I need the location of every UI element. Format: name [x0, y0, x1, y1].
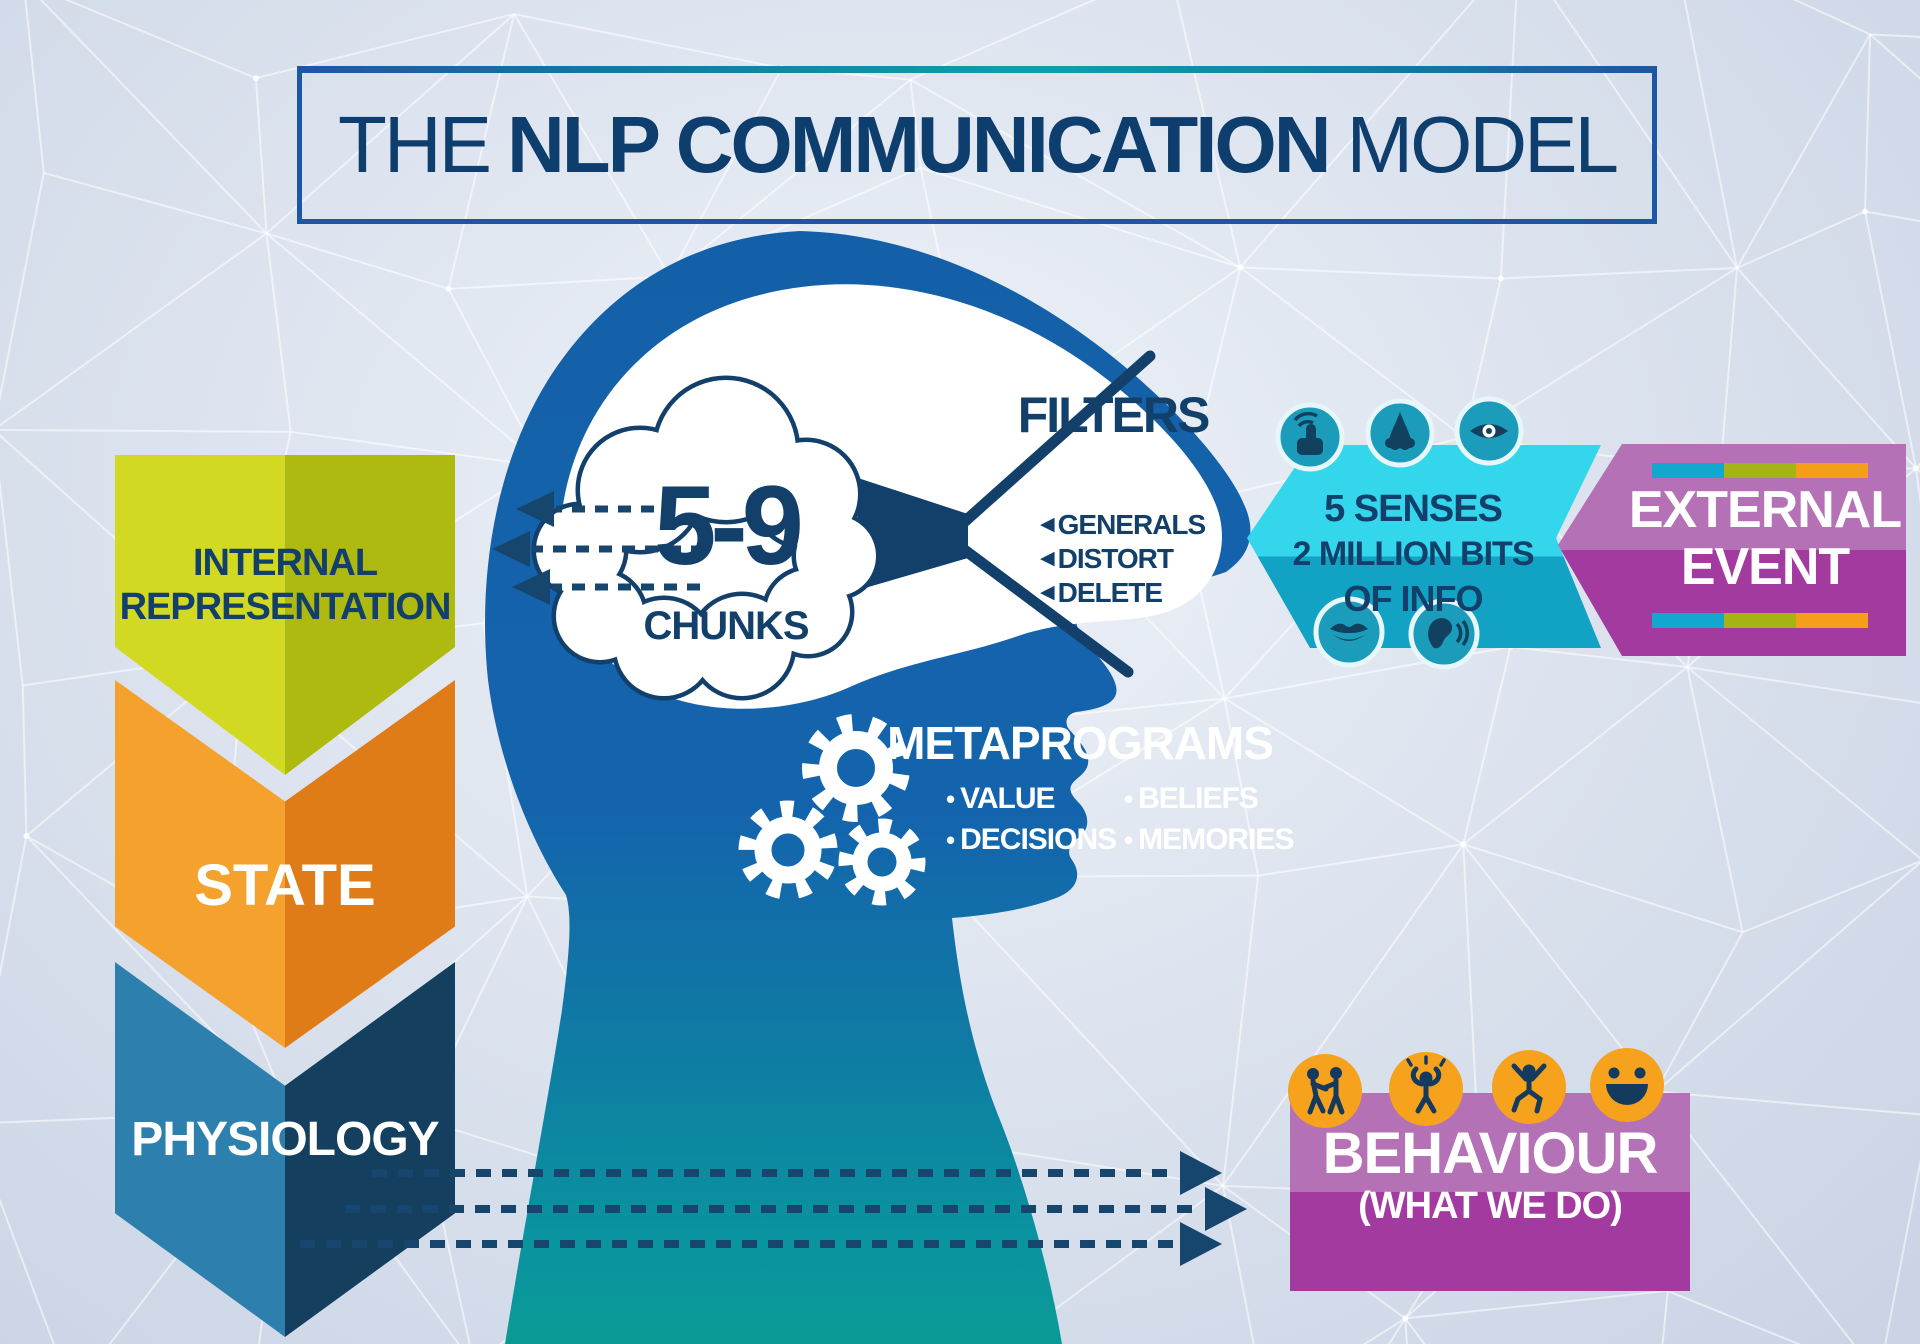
stripe-decoration [1652, 463, 1868, 478]
external-event-arrow [1558, 444, 1906, 656]
chunks-cloud-icon [531, 375, 881, 701]
behaviour-title: BEHAVIOUR [1322, 1121, 1659, 1186]
senses-arrow [1247, 396, 1601, 670]
gears [738, 714, 926, 906]
dashed-arrows-left [492, 491, 704, 605]
gear-icon [802, 714, 910, 822]
touch-icon [1293, 411, 1323, 455]
taste-icon [1330, 623, 1368, 641]
sight-icon [1470, 424, 1508, 438]
stripe-decoration [1652, 613, 1868, 628]
dashed-arrow-left [512, 569, 700, 605]
gear-icon [838, 818, 926, 906]
hearing-icon [1428, 618, 1470, 649]
dashed-arrows-right [300, 1151, 1247, 1266]
dashed-arrow-left [492, 531, 704, 567]
jumping-person-icon [1511, 1063, 1547, 1114]
dashed-arrow-left [516, 491, 654, 527]
gear-icon [738, 800, 838, 900]
title-part-3: MODEL [1346, 100, 1619, 189]
chevron-label-line: PHYSIOLOGY [131, 1113, 439, 1166]
smell-icon [1385, 412, 1415, 451]
chevron-label-line: INTERNAL [192, 542, 378, 584]
title-part-2: NLP COMMUNICATION [506, 100, 1332, 189]
behaviour-icons [1288, 1048, 1664, 1128]
people-meeting-icon [1307, 1067, 1345, 1115]
smiley-icon [1606, 1067, 1648, 1105]
chevron-label-line: REPRESENTATION [119, 586, 452, 628]
title-part-1: THE [337, 100, 492, 189]
funnel-icon [858, 350, 1156, 678]
behaviour-box: BEHAVIOUR (WHAT WE DO) [1290, 1093, 1690, 1291]
behaviour-subtitle: (WHAT WE DO) [1358, 1185, 1623, 1227]
chevron-label-line: STATE [194, 853, 376, 918]
frustrated-person-icon [1406, 1055, 1446, 1114]
dashed-arrow-right [345, 1187, 1247, 1231]
dashed-arrow-right [372, 1151, 1222, 1195]
dashed-arrow-right [300, 1222, 1222, 1266]
